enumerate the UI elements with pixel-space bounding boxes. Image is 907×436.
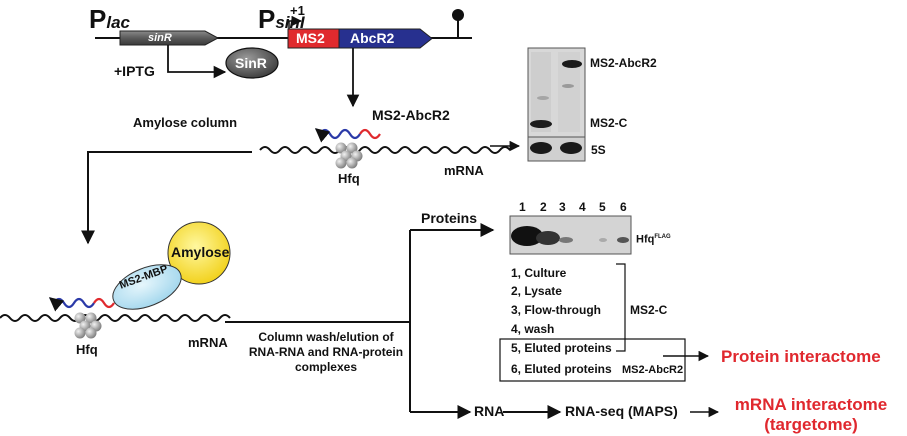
hfq-hexamer-bottom xyxy=(74,312,102,339)
legend-item: 1, Culture xyxy=(511,266,567,280)
mrna-interactome-label: mRNA interactome (targetome) xyxy=(716,395,906,435)
legend-item: 6, Eluted proteins xyxy=(511,362,612,376)
hfq-flag-label: HfqFLAG xyxy=(636,233,671,246)
construct xyxy=(95,9,472,108)
top-complex xyxy=(259,128,521,169)
legend-lines xyxy=(499,263,686,382)
lane-number: 6 xyxy=(620,200,627,214)
northern-ms2-abcr2-label: MS2-AbcR2 xyxy=(590,56,657,70)
tss-label: +1 xyxy=(290,3,305,18)
mrna-label-top: mRNA xyxy=(444,163,484,178)
mrna-label-bottom: mRNA xyxy=(188,335,228,350)
sinr-protein-label: SinR xyxy=(235,55,267,71)
lane3-band xyxy=(559,237,573,243)
legend-item: 3, Flow-through xyxy=(511,303,601,317)
sinr-gene-label: sinR xyxy=(148,32,172,44)
wash-elution-text: Column wash/elution of RNA-RNA and RNA-p… xyxy=(236,330,416,375)
lane-number: 4 xyxy=(579,200,586,214)
proteins-label: Proteins xyxy=(421,210,478,226)
wash-line-1: Column wash/elution of xyxy=(258,330,394,344)
northern-blot xyxy=(527,47,586,162)
wash-line-3: complexes xyxy=(294,360,358,374)
bottom-complex xyxy=(0,221,231,339)
legend-item: 4, wash xyxy=(511,322,555,336)
western-blot xyxy=(509,215,632,255)
workflow-arrows xyxy=(225,223,720,419)
amylose-column-label: Amylose column xyxy=(133,115,238,130)
hfq-hexamer-top xyxy=(335,142,363,169)
legend-ms2-abcr2: MS2-AbcR2 xyxy=(622,364,684,376)
abcr2-box-label: AbcR2 xyxy=(350,30,395,46)
band-5s-lane2 xyxy=(560,142,582,154)
lane6-band xyxy=(617,237,629,243)
terminator-icon xyxy=(452,9,464,21)
lane-number: 1 xyxy=(519,200,526,214)
ms2-abcr2-label: MS2-AbcR2 xyxy=(372,107,450,123)
northern-ms2-c-label: MS2-C xyxy=(590,116,628,130)
hfq-label-bottom: Hfq xyxy=(76,342,98,357)
ms2-mbp-protein xyxy=(112,264,182,310)
mrna-strand-top xyxy=(259,146,511,154)
lane-number: 3 xyxy=(559,200,566,214)
lane1-band xyxy=(511,226,543,246)
ms2-box-label: MS2 xyxy=(296,30,325,46)
eluted-proteins-box xyxy=(499,338,686,382)
wash-line-2: RNA-RNA and RNA-protein xyxy=(248,345,404,359)
northern-5s-label: 5S xyxy=(591,143,606,157)
plac-promoter-label: Plac xyxy=(89,4,130,34)
band-ms2-c xyxy=(530,120,552,128)
mrna-interactome-line-1: mRNA interactome xyxy=(734,395,888,414)
mrna-interactome-line-2: (targetome) xyxy=(764,415,858,434)
band-ms2-abcr2 xyxy=(562,60,582,68)
legend-item: 5, Eluted proteins xyxy=(511,341,612,355)
abcr2-rna-top xyxy=(319,128,361,140)
sinr-protein xyxy=(225,47,279,79)
band-5s-lane1 xyxy=(530,142,552,154)
rna-label: RNA xyxy=(474,403,505,419)
amylose-bead xyxy=(167,221,231,285)
hfq-label-top: Hfq xyxy=(338,171,360,186)
lane-number: 5 xyxy=(599,200,606,214)
mrna-strand-bottom xyxy=(0,314,231,322)
iptg-label: +IPTG xyxy=(114,63,155,79)
abcr2-box xyxy=(338,28,433,49)
psini-promoter-label: PsinI xyxy=(258,4,305,34)
amylose-label: Amylose xyxy=(171,244,230,260)
protein-interactome-label: Protein interactome xyxy=(721,347,881,366)
rnaseq-label: RNA-seq (MAPS) xyxy=(565,403,678,419)
legend-item: 2, Lysate xyxy=(511,284,562,298)
lane2-band xyxy=(536,231,560,245)
sinr-gene-arrow xyxy=(119,30,220,46)
legend-ms2-c: MS2-C xyxy=(630,303,668,317)
lane-number: 2 xyxy=(540,200,547,214)
